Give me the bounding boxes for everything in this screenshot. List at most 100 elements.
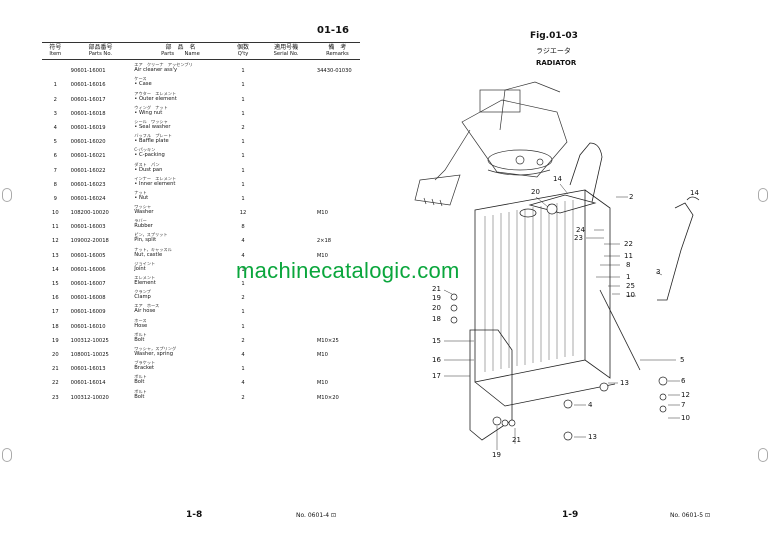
callout-13: 13 <box>620 379 629 387</box>
hoses <box>569 142 700 371</box>
part-name-en: • C-packing <box>134 152 165 159</box>
binder-hole <box>2 448 12 462</box>
cell-part-name: バッフル プレート• Baffle plate <box>132 131 228 145</box>
cell-remarks: M10×25 <box>316 337 339 344</box>
cell-item: 10 <box>52 210 59 217</box>
part-name-en: Bolt <box>134 379 145 386</box>
cell-qty: 1 <box>241 366 245 373</box>
cell-qty: 1 <box>241 266 245 273</box>
part-name-en: • Dust pan <box>134 166 163 173</box>
part-name-en: Rubber <box>134 223 153 230</box>
cell-part-no: 00601-16007 <box>70 281 106 287</box>
part-name-kana: エア ホース <box>134 303 160 309</box>
fasteners <box>450 203 668 441</box>
cell-part-no: 00601-16009 <box>70 309 106 316</box>
figure-number: Fig.01-03 <box>530 31 578 41</box>
part-name-en: Washer <box>134 209 154 216</box>
cell-part-no: 00601-16019 <box>70 124 106 131</box>
cell-item: 4 <box>53 124 57 131</box>
cell-part-name: C-パッキン• C-packing <box>132 145 228 159</box>
callout-22: 22 <box>624 240 633 248</box>
callout-labels: 20 14 2 24 23 22 11 9 8 1 25 10 21 19 20… <box>432 175 699 459</box>
callout-21: 21 <box>432 285 441 293</box>
cell-part-no: 00601-16017 <box>70 96 106 103</box>
part-name-kana: ワッシャ <box>134 204 152 210</box>
callout-16: 16 <box>432 356 441 364</box>
cell-qty: 1 <box>241 167 245 174</box>
callout-21b: 21 <box>512 436 521 444</box>
part-name-kana: ボルト <box>134 331 147 337</box>
callout-2: 2 <box>629 193 633 201</box>
callout-19: 19 <box>432 294 441 302</box>
cell-qty: 1 <box>241 139 245 146</box>
cell-item: 17 <box>52 309 59 316</box>
callout-5: 5 <box>680 356 684 364</box>
callout-4: 4 <box>588 401 593 409</box>
callout-14: 14 <box>553 175 562 183</box>
part-name-kana: ホース <box>134 317 147 323</box>
cell-item: 19 <box>52 337 59 344</box>
cell-part-name: ケース• Case <box>132 74 228 88</box>
part-name-en: Air hose <box>134 308 156 315</box>
cell-part-name: アウター エレメント• Outer element <box>132 88 228 102</box>
cell-part-name: ダスト パン• Dust pan <box>132 159 228 173</box>
part-name-en: • Inner element <box>134 180 176 187</box>
cell-remarks: M10 <box>316 252 328 259</box>
cell-remarks: 34430-01030 <box>316 68 352 75</box>
cell-part-no: 00601-16003 <box>70 224 106 231</box>
part-name-kana: ピン，スプリット <box>134 232 168 238</box>
part-name-en: Clamp <box>134 294 151 301</box>
cell-part-no: 90601-16001 <box>70 68 106 75</box>
cell-qty: 8 <box>241 224 245 231</box>
cell-item: 9 <box>53 195 57 202</box>
cell-part-name: ウィング ナット• Wing nut <box>132 103 228 117</box>
callout-17: 17 <box>432 372 441 380</box>
part-name-kana: ブラケット <box>134 360 156 366</box>
cell-part-no: 00601-16008 <box>70 295 106 302</box>
part-name-en: • Case <box>134 81 152 88</box>
right-page-number: 1-9 <box>562 510 579 520</box>
cell-item: 13 <box>52 252 59 259</box>
cell-qty: 4 <box>241 252 245 259</box>
figure-title-en: RADIATOR <box>536 59 577 67</box>
part-name-kana: ボルト <box>134 374 147 380</box>
part-name-kana: ジョイント <box>134 260 156 266</box>
cell-part-no: 00601-16018 <box>70 110 106 117</box>
cell-remarks: M10 <box>316 351 328 358</box>
cell-qty: 4 <box>241 351 245 358</box>
cell-item: 21 <box>52 366 59 373</box>
part-name-en: Element <box>134 280 156 286</box>
part-name-en: Nut, castle <box>134 251 163 258</box>
machine-illustration <box>414 81 568 207</box>
cell-part-no: 00601-16013 <box>70 366 106 373</box>
cell-part-no: 108001-10025 <box>70 351 109 358</box>
callout-6: 6 <box>681 377 686 385</box>
cell-item: 8 <box>53 181 57 188</box>
cell-part-name: インナー エレメント• Inner element <box>132 174 228 188</box>
part-name-en: • Baffle plate <box>134 138 169 145</box>
callout-24: 24 <box>576 226 585 234</box>
